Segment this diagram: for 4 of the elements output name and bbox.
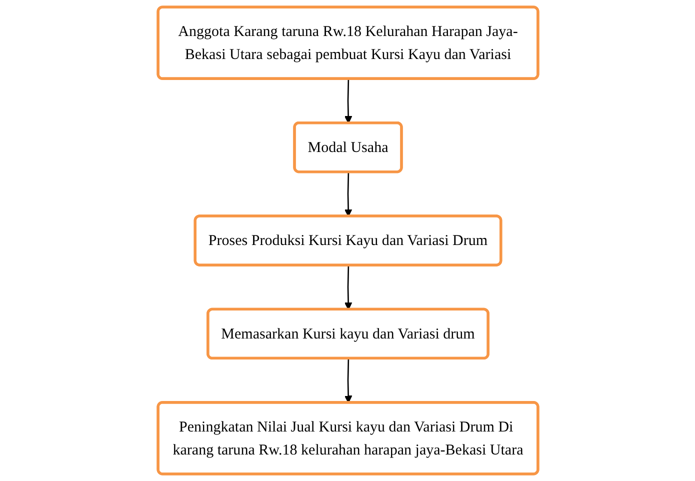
- arrow: [344, 172, 352, 217]
- arrow: [344, 265, 352, 310]
- arrow: [344, 79, 352, 124]
- arrow: [344, 358, 352, 404]
